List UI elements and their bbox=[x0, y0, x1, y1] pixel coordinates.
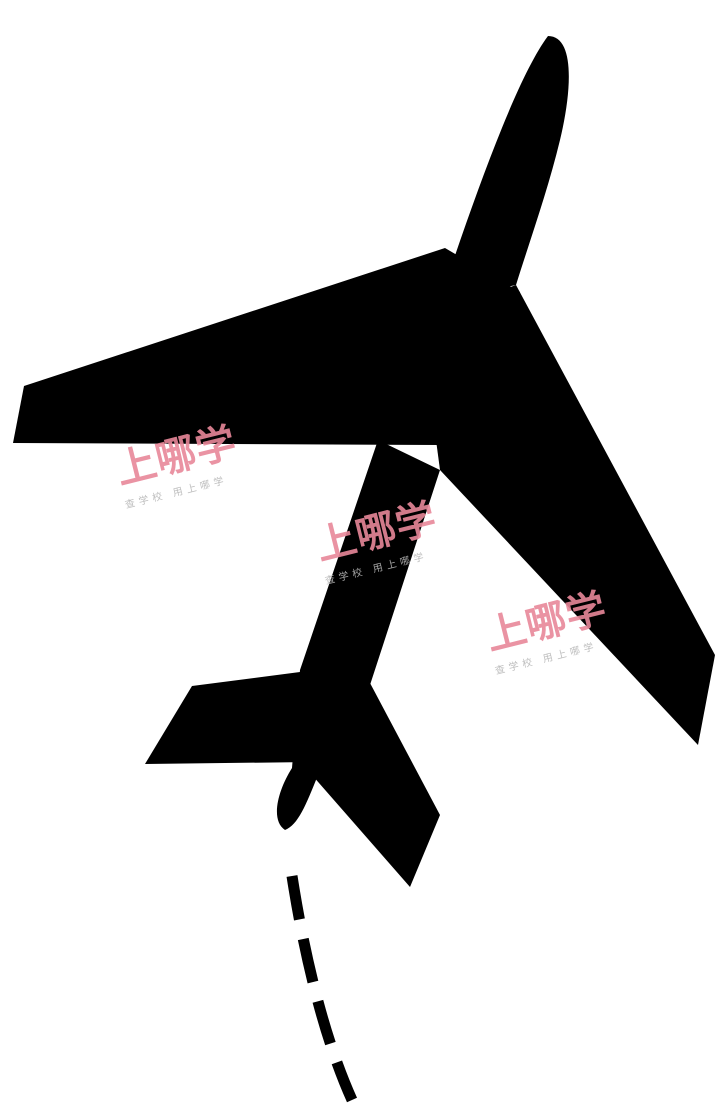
airplane-right-wing bbox=[420, 285, 715, 745]
airplane-left-stabilizer bbox=[145, 672, 312, 764]
airplane-left-wing bbox=[13, 248, 520, 445]
airplane-right-stabilizer bbox=[312, 683, 440, 887]
airplane-nose bbox=[440, 36, 569, 300]
contrail-dashes bbox=[286, 875, 358, 1103]
airplane-rear-fuselage bbox=[276, 440, 440, 830]
